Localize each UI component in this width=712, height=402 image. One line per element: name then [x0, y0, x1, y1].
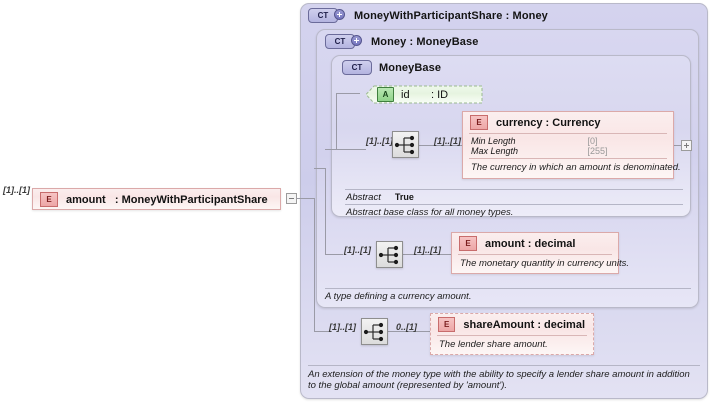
element-badge-icon: E: [459, 236, 477, 251]
facet-value: [0]: [587, 136, 598, 146]
connector-line: [402, 254, 451, 255]
element-label: amount : decimal: [485, 237, 576, 250]
element-badge-icon: E: [40, 192, 58, 207]
moneybase-footer-text: Abstract base class for all money types.: [346, 207, 514, 218]
expand-toggle-currency[interactable]: [681, 140, 692, 151]
sequence-compositor-shareamount[interactable]: [361, 318, 388, 345]
sequence-icon: [363, 322, 384, 342]
moneybase-facet-abstract: Abstract True: [346, 192, 414, 203]
facet-label: Abstract: [346, 192, 381, 203]
moneybase-facet-divider-top: [345, 189, 683, 190]
sequence-icon: [394, 135, 415, 155]
container-footer-text: A type defining a currency amount.: [325, 291, 472, 302]
attribute-box-id[interactable]: A id : ID: [365, 85, 483, 104]
element-header: E amount : decimal: [452, 233, 618, 254]
connector-line: [336, 93, 360, 94]
connector-line: [388, 331, 430, 332]
element-facets-currency: Min Length [0] Max Length [255]: [463, 134, 673, 158]
element-label: currency : Currency: [496, 116, 601, 129]
element-header: E amount : MoneyWithParticipantShare: [33, 189, 280, 210]
connector-trunk-vertical: [314, 198, 315, 331]
connector-line: [314, 168, 326, 169]
container-footer-divider: [308, 365, 700, 366]
element-header: E currency : Currency: [463, 112, 673, 133]
cardinality-shareamount: 0..[1]: [396, 322, 418, 332]
expand-plus-icon[interactable]: [351, 35, 362, 46]
cardinality-seq-amount-left: [1]..[1]: [344, 245, 371, 255]
sequence-compositor-currency[interactable]: [392, 131, 419, 158]
divider: [458, 254, 612, 255]
connector-trunk-money: [325, 168, 326, 254]
connector-line: [325, 149, 337, 150]
element-documentation: The currency in which an amount is denom…: [471, 162, 681, 173]
connector-line: [674, 145, 682, 146]
container-title: Money : MoneyBase: [371, 35, 479, 48]
complextype-badge-icon[interactable]: CT: [308, 8, 345, 23]
element-label: shareAmount : decimal: [463, 318, 585, 331]
cardinality-amount: [1]..[1]: [414, 245, 441, 255]
container-footer-divider: [325, 288, 691, 289]
facet-value: [255]: [587, 146, 608, 156]
cardinality-seq-currency-left: [1]..[1]: [366, 136, 393, 146]
connector-line: [303, 198, 315, 199]
complextype-badge-icon[interactable]: CT: [342, 60, 372, 75]
moneybase-facet-divider-bottom: [345, 204, 683, 205]
attribute-shape: [365, 85, 483, 104]
container-title: MoneyWithParticipantShare : Money: [354, 9, 548, 22]
element-documentation: The lender share amount.: [439, 339, 548, 350]
element-badge-icon: E: [470, 115, 488, 130]
connector-line: [291, 198, 304, 199]
element-documentation: The monetary quantity in currency units.: [460, 258, 629, 269]
container-title: MoneyBase: [379, 61, 442, 74]
cardinality-seq-shareamount-left: [1]..[1]: [329, 322, 356, 332]
sequence-compositor-amount[interactable]: [376, 241, 403, 268]
divider: [469, 133, 667, 134]
attribute-badge-icon: A: [377, 87, 394, 102]
connector-line: [405, 145, 462, 146]
cardinality-root: [1]..[1]: [3, 185, 30, 195]
divider: [469, 158, 667, 159]
element-box-amount[interactable]: E amount : decimal The monetary quantity…: [451, 232, 629, 274]
connector-line: [314, 331, 332, 332]
element-header: E shareAmount : decimal: [431, 314, 593, 335]
facet-value: True: [394, 192, 414, 202]
element-box-shareamount[interactable]: E shareAmount : decimal The lender share…: [430, 313, 594, 355]
element-box-currency[interactable]: E currency : Currency Min Length [0] Max…: [462, 111, 681, 179]
complextype-badge-icon[interactable]: CT: [325, 34, 362, 49]
container-footer-text: An extension of the money type with the …: [308, 369, 690, 391]
element-box-amount-root[interactable]: E amount : MoneyWithParticipantShare: [32, 188, 281, 210]
container-header-moneybase: CT MoneyBase: [342, 60, 441, 75]
connector-line: [336, 149, 366, 150]
collapse-toggle-root[interactable]: [286, 193, 297, 204]
element-label: amount : MoneyWithParticipantShare: [66, 193, 268, 206]
sequence-icon: [378, 245, 399, 265]
divider: [437, 335, 587, 336]
attribute-label: id : ID: [401, 88, 449, 101]
connector-line: [325, 254, 343, 255]
facet-label: Max Length: [471, 146, 519, 156]
cardinality-currency: [1]..[1]: [434, 136, 461, 146]
expand-plus-icon[interactable]: [334, 9, 345, 20]
container-header-moneywithparticipantshare: CT MoneyWithParticipantShare : Money: [308, 8, 548, 23]
element-badge-icon: E: [438, 317, 456, 332]
container-header-money: CT Money : MoneyBase: [325, 34, 478, 49]
facet-label: Min Length: [471, 136, 516, 146]
connector-trunk-moneybase: [336, 93, 337, 149]
